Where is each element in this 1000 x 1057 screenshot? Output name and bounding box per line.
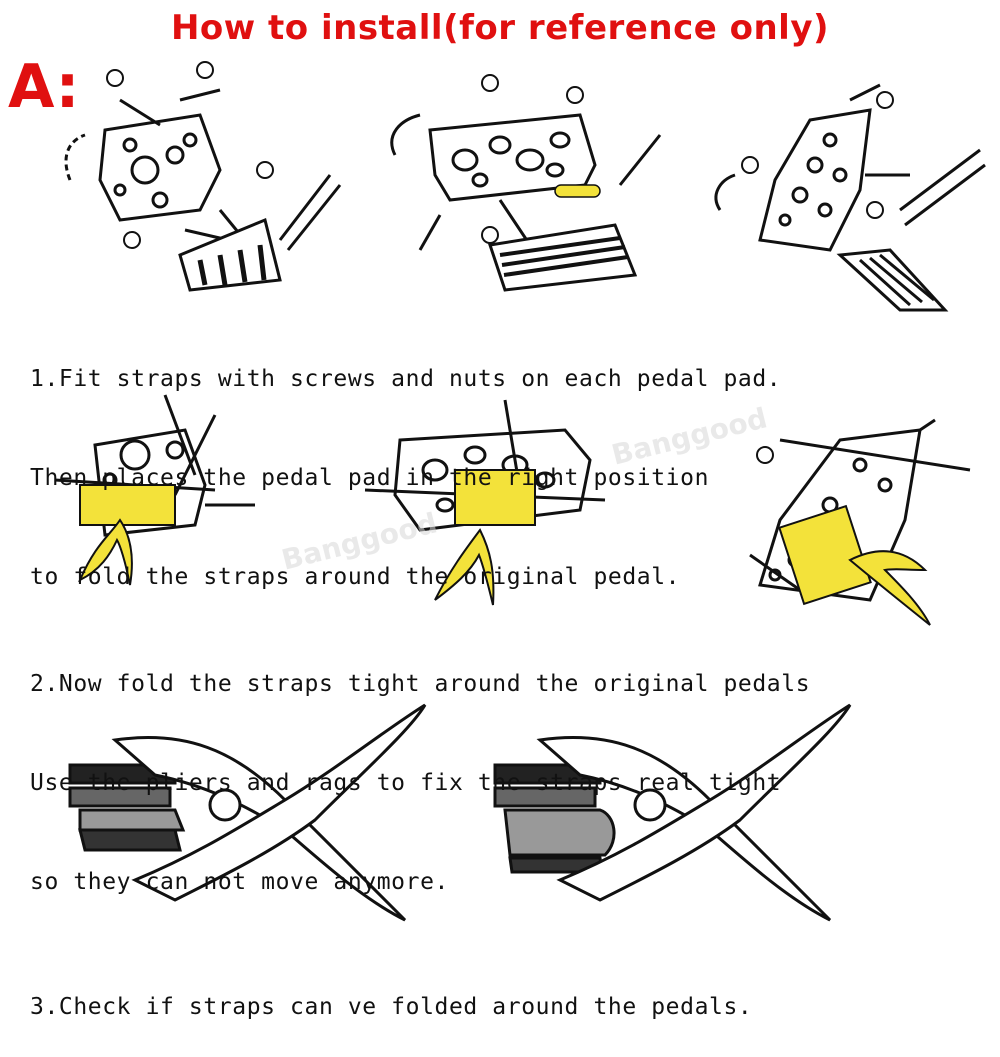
step2-figure-left [54,394,255,586]
step-1-instructions: 1.Fit straps with screws and nuts on eac… [30,297,781,627]
pliers-icon [78,518,133,586]
step1-figure-middle [390,74,662,292]
step-line: Then places the pedal pad in the right p… [30,465,710,491]
step3-figure-right [493,703,852,922]
page-title: How to install(for reference only) [170,8,830,48]
step-line: so they can not move anymore. [30,869,449,895]
step2-figure-right [749,418,971,626]
step-2-instructions: 2.Now fold the straps tight around the o… [30,602,810,932]
step2-figure-middle [364,399,606,606]
step-line: 3.Check if straps can ve folded around t… [30,994,753,1020]
step-3-instructions: 3.Check if straps can ve folded around t… [30,925,752,1057]
step-line: to fold the straps around the original p… [30,564,681,590]
step-line: Use the pliers and rags to fix the strap… [30,770,782,796]
step-line: 1.Fit straps with screws and nuts on eac… [30,366,782,392]
step3-figure-left [68,703,427,922]
step1-figure-left [64,61,342,292]
step1-figure-right [714,83,986,312]
section-label: A: [8,52,80,122]
step-line: 2.Now fold the straps tight around the o… [30,671,811,697]
